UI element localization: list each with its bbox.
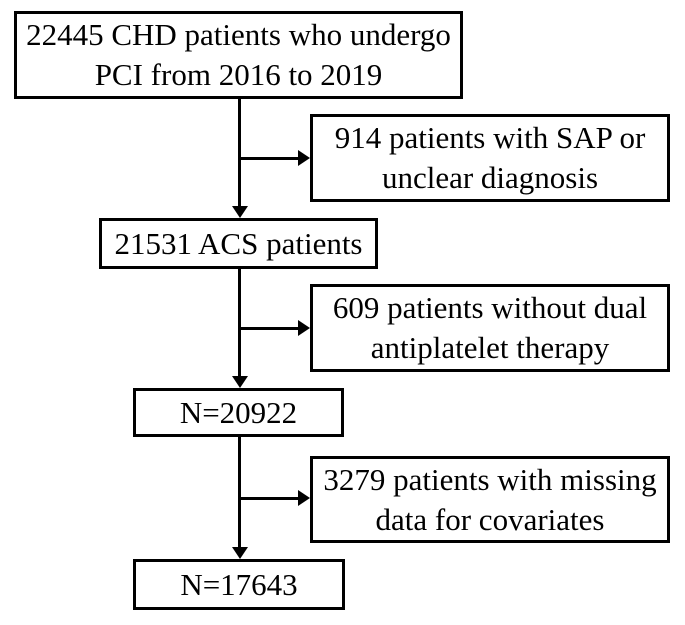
branch-missing-data-exclusion-line: [240, 497, 298, 500]
branch-dapt-exclusion-line: [240, 327, 298, 330]
flow-box-initial-cohort-line2: PCI from 2016 to 2019: [94, 57, 383, 92]
flow-box-initial-cohort: 22445 CHD patients who undergo PCI from …: [14, 11, 463, 99]
flow-box-acs-patients: 21531 ACS patients: [99, 218, 378, 269]
exclusion-box-sap-line2: unclear diagnosis: [381, 160, 599, 195]
exclusion-box-missing-covariates-line2: data for covariates: [375, 501, 605, 537]
flow-box-n20922-line1: N=20922: [179, 394, 298, 430]
connector-initial-to-acs-line: [238, 99, 241, 206]
flow-box-n17643: N=17643: [133, 559, 345, 610]
arrowhead-down-acs-to-n20922-icon: [232, 376, 248, 388]
flow-box-acs-patients-line1: 21531 ACS patients: [114, 225, 363, 261]
arrowhead-down-n20922-to-n17643-icon: [232, 547, 248, 559]
exclusion-box-no-dapt-line1: 609 patients without dual: [332, 290, 648, 325]
exclusion-box-sap-unclear-diagnosis: 914 patients with SAP or unclear diagnos…: [310, 114, 670, 202]
arrowhead-down-initial-to-acs-icon: [232, 206, 248, 218]
flow-box-initial-cohort-line1: 22445 CHD patients who undergo: [26, 17, 451, 52]
connector-acs-to-n20922-line: [238, 269, 241, 376]
exclusion-box-no-dapt-line2: antiplatelet therapy: [370, 330, 610, 365]
arrowhead-right-sap-exclusion-icon: [298, 150, 310, 166]
flow-box-n20922: N=20922: [133, 388, 344, 437]
connector-n20922-to-n17643-line: [238, 437, 241, 547]
exclusion-box-missing-covariates-line1: 3279 patients with missing: [323, 461, 657, 497]
exclusion-box-sap-line1: 914 patients with SAP or: [334, 120, 646, 155]
arrowhead-right-dapt-exclusion-icon: [298, 320, 310, 336]
branch-sap-exclusion-line: [240, 157, 298, 160]
arrowhead-right-missing-data-exclusion-icon: [298, 490, 310, 506]
exclusion-box-missing-covariates: 3279 patients with missing data for cova…: [310, 456, 670, 543]
flow-box-n17643-line1: N=17643: [180, 566, 298, 602]
exclusion-box-no-dapt: 609 patients without dual antiplatelet t…: [310, 284, 670, 372]
